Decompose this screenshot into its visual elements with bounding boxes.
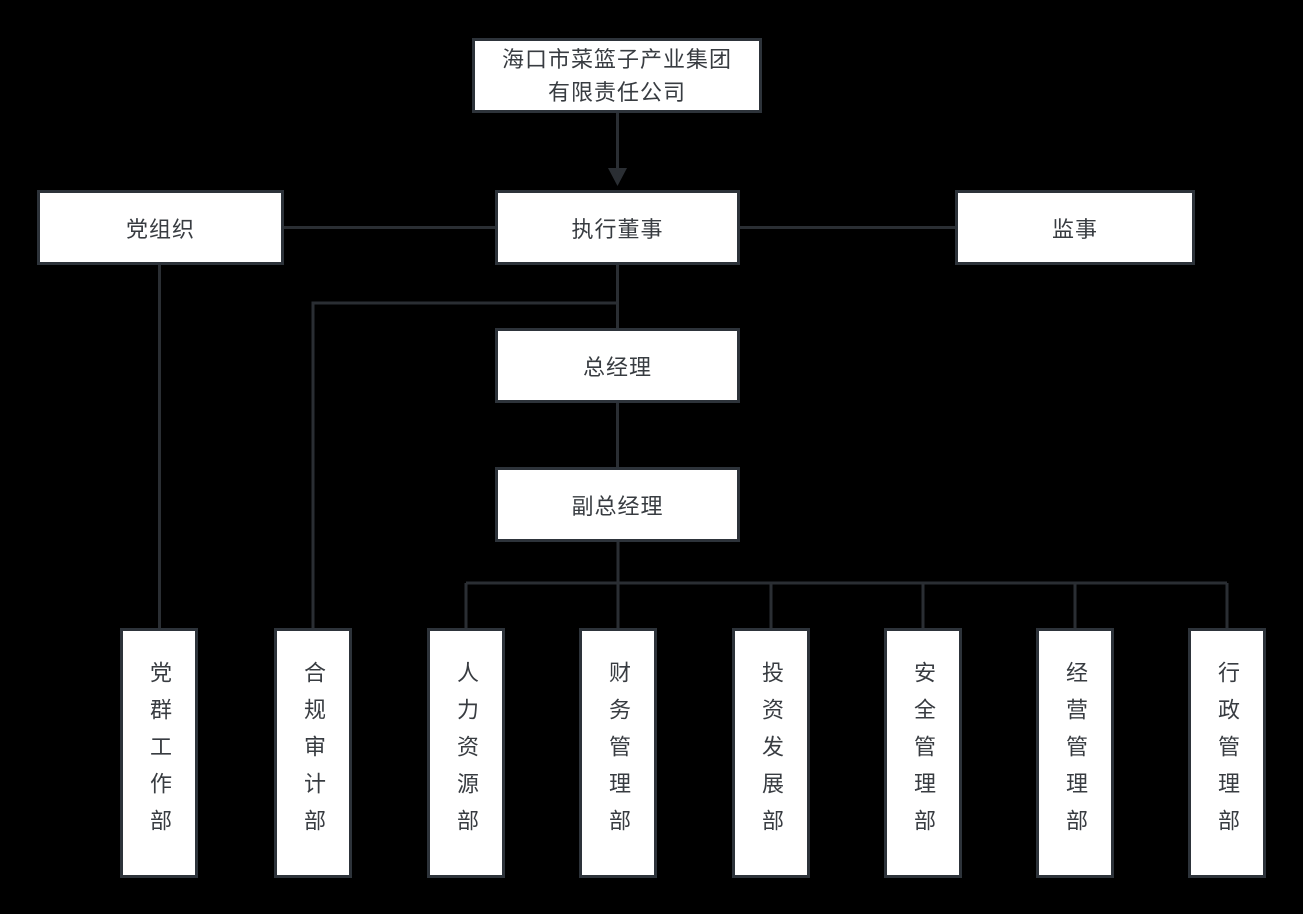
- deputy-general-manager-label: 副总经理: [571, 493, 664, 519]
- node-executive-director: 执行董事: [495, 190, 740, 265]
- node-company-root: 海口市菜篮子产业集团 有限责任公司: [472, 38, 762, 113]
- dept-human-resources-label: 人力资源部: [454, 660, 479, 846]
- node-dept-human-resources: 人力资源部: [427, 628, 505, 878]
- party-organization-label: 党组织: [125, 216, 195, 242]
- node-dept-investment-development: 投资发展部: [732, 628, 810, 878]
- node-dept-compliance-audit: 合规审计部: [274, 628, 352, 878]
- supervisor-label: 监事: [1051, 216, 1098, 242]
- node-dept-finance-management: 财务管理部: [579, 628, 657, 878]
- connector-executive-director-to-compliance-audit: [311, 301, 618, 628]
- dept-investment-development-label: 投资发展部: [759, 660, 784, 846]
- company-name-line2: 有限责任公司: [547, 79, 686, 105]
- company-name-line1: 海口市菜篮子产业集团: [501, 46, 732, 72]
- node-deputy-general-manager: 副总经理: [495, 467, 740, 542]
- general-manager-label: 总经理: [582, 354, 652, 380]
- dept-administration-management-label: 行政管理部: [1215, 660, 1240, 846]
- executive-director-label: 执行董事: [571, 216, 664, 242]
- node-dept-safety-management: 安全管理部: [884, 628, 962, 878]
- node-supervisor: 监事: [955, 190, 1195, 265]
- company-name-label: 海口市菜篮子产业集团 有限责任公司: [502, 43, 732, 109]
- node-dept-administration-management: 行政管理部: [1188, 628, 1266, 878]
- node-dept-operations-management: 经营管理部: [1036, 628, 1114, 878]
- dept-compliance-audit-label: 合规审计部: [301, 660, 326, 846]
- node-general-manager: 总经理: [495, 328, 740, 403]
- arrowhead-executive-director: [608, 168, 627, 186]
- node-party-organization: 党组织: [37, 190, 284, 265]
- dept-safety-management-label: 安全管理部: [911, 660, 936, 846]
- dept-operations-management-label: 经营管理部: [1063, 660, 1088, 846]
- dept-finance-management-label: 财务管理部: [606, 660, 631, 846]
- dept-party-mass-work-label: 党群工作部: [147, 660, 172, 846]
- node-dept-party-mass-work: 党群工作部: [120, 628, 198, 878]
